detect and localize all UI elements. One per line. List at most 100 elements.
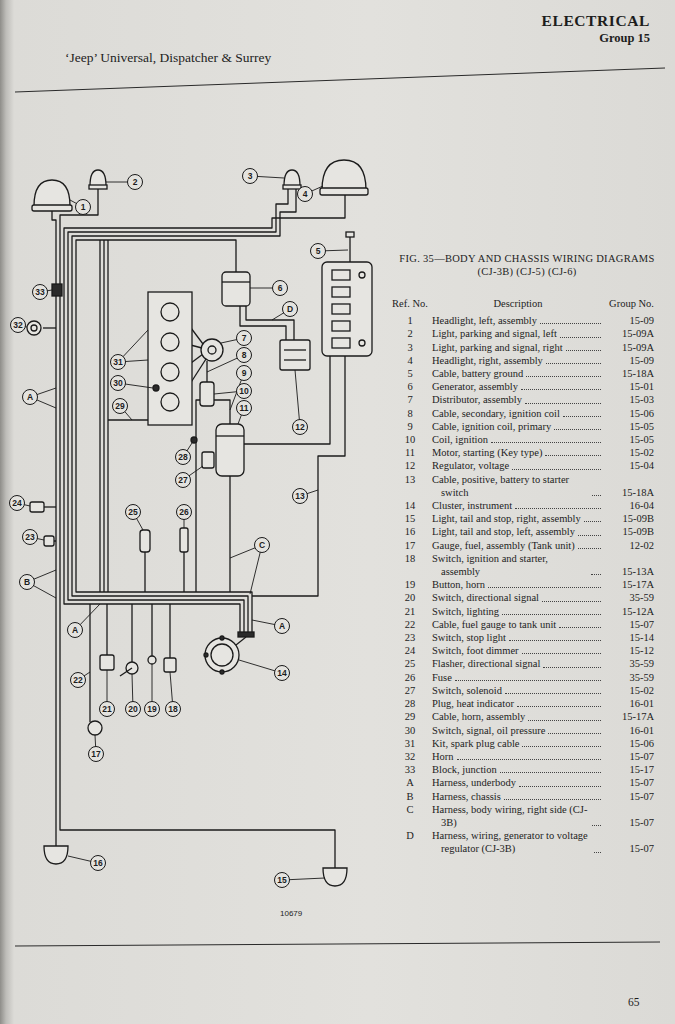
wire xyxy=(44,506,56,507)
callout-number: 29 xyxy=(115,402,124,411)
parts-table: Ref. No.DescriptionGroup No.1Headlight, … xyxy=(388,297,654,856)
description-cell: Block, junction xyxy=(432,763,604,776)
electrical-part xyxy=(284,349,306,350)
electrical-part xyxy=(100,655,114,670)
reference-number: 2 xyxy=(388,327,432,340)
callout-circle: 14 xyxy=(274,665,290,681)
group-number: 15-18A xyxy=(604,367,654,380)
callout-number: 19 xyxy=(147,705,156,714)
callout-number: 12 xyxy=(295,423,304,432)
callout-circle: 18 xyxy=(165,701,181,717)
electrical-part xyxy=(280,340,310,370)
callout-number: 21 xyxy=(102,705,111,714)
group-number: 15-18A xyxy=(604,486,654,499)
callout-circle: 27 xyxy=(175,472,191,488)
part-description: Fuse xyxy=(432,671,452,684)
description-cell: Switch, solenoid xyxy=(432,684,604,697)
callout-circle: 26 xyxy=(176,504,192,520)
electrical-part xyxy=(89,185,107,189)
reference-number: 26 xyxy=(388,671,432,684)
reference-number: 22 xyxy=(388,618,432,631)
electrical-part xyxy=(148,292,192,425)
callout-number: C xyxy=(259,541,265,550)
description-cell: Motor, starting (Key type) xyxy=(432,446,604,459)
part-description: Light, parking and signal, left xyxy=(432,327,557,340)
part-description: Motor, starting (Key type) xyxy=(432,446,542,459)
reference-number: 4 xyxy=(388,354,432,367)
table-row: 22Cable, fuel gauge to tank unit15-07 xyxy=(388,618,654,631)
wire xyxy=(151,604,152,656)
description-cell: Switch, directional signal xyxy=(432,591,604,604)
table-row: 16Light, tail and stop, left, assembly15… xyxy=(388,525,654,538)
description-cell: Plug, heat indicator xyxy=(432,697,604,710)
reference-number: 7 xyxy=(388,393,432,406)
reference-number: 14 xyxy=(388,499,432,512)
table-row: 12Regulator, voltage15-04 xyxy=(388,459,654,472)
description-cell: Flasher, directional signal xyxy=(432,657,604,670)
group-number: 15-17A xyxy=(604,578,654,591)
column-heading: Description xyxy=(494,297,543,310)
electrical-part xyxy=(284,359,306,360)
description-cell: Cable, battery ground xyxy=(432,367,604,380)
callout-number: A xyxy=(72,626,78,635)
part-description: Generator, assembly xyxy=(432,380,518,393)
description-cell: Switch, lighting xyxy=(432,605,604,618)
group-heading: Group 15 xyxy=(599,31,650,46)
callout-number: 32 xyxy=(13,321,22,330)
wire xyxy=(349,237,350,262)
description-cell: Light, parking and signal, right xyxy=(432,341,604,354)
reference-number: 32 xyxy=(388,750,432,763)
reference-number: 31 xyxy=(388,737,432,750)
reference-number: 19 xyxy=(388,578,432,591)
part-description: Switch, signal, oil pressure xyxy=(432,724,545,737)
group-number: 15-07 xyxy=(604,816,654,829)
part-description: Switch, solenoid xyxy=(432,684,502,697)
electrical-part xyxy=(153,385,159,391)
electrical-part xyxy=(30,502,44,512)
reference-number: 30 xyxy=(388,724,432,737)
electrical-part xyxy=(222,281,250,282)
callout-circle: 16 xyxy=(90,855,106,871)
callout-number: 13 xyxy=(295,492,304,501)
dot-leader xyxy=(521,388,601,390)
reference-number: 1 xyxy=(388,314,432,327)
part-description: Harness, underbody xyxy=(432,776,516,789)
text-anchor: Group 15 xyxy=(599,31,650,46)
callout-circle: 5 xyxy=(310,243,326,259)
group-number: 15-07 xyxy=(604,790,654,803)
electrical-part xyxy=(346,232,354,237)
group-number: 15-04 xyxy=(604,459,654,472)
reference-number: 21 xyxy=(388,605,432,618)
dot-leader xyxy=(559,626,601,628)
reference-number: 20 xyxy=(388,591,432,604)
callout-circle: 33 xyxy=(32,284,48,300)
callout-circle: 3 xyxy=(242,168,258,184)
group-number: 15-02 xyxy=(604,684,654,697)
electrical-part xyxy=(211,644,233,666)
callout-circle: 22 xyxy=(70,672,86,688)
table-row: 25Flasher, directional signal35-59 xyxy=(388,657,654,670)
part-description: Cluster, instrument xyxy=(432,499,512,512)
callout-number: 3 xyxy=(248,172,253,181)
wire xyxy=(76,240,252,632)
table-row: 27Switch, solenoid15-02 xyxy=(388,684,654,697)
callout-circle: D xyxy=(282,301,298,317)
callout-circle: 11 xyxy=(236,400,252,416)
table-row: CHarness, body wiring, right side (CJ-3B… xyxy=(388,803,654,829)
part-description: Harness, chassis xyxy=(432,790,501,803)
description-cell: Cable, ignition coil, primary xyxy=(432,420,604,433)
electrical-part xyxy=(359,340,365,346)
reference-number: 16 xyxy=(388,525,432,538)
dot-leader xyxy=(584,520,601,522)
callout-number: 1 xyxy=(81,203,86,212)
callout-number: 16 xyxy=(93,859,102,868)
reference-number: 5 xyxy=(388,367,432,380)
table-row: 19Button, horn15-17A xyxy=(388,578,654,591)
part-description: Plug, heat indicator xyxy=(432,697,514,710)
part-description: Cable, horn, assembly xyxy=(432,710,525,723)
callout-circle: 21 xyxy=(99,701,115,717)
table-row: 32Horn15-07 xyxy=(388,750,654,763)
table-row: AHarness, underbody15-07 xyxy=(388,776,654,789)
